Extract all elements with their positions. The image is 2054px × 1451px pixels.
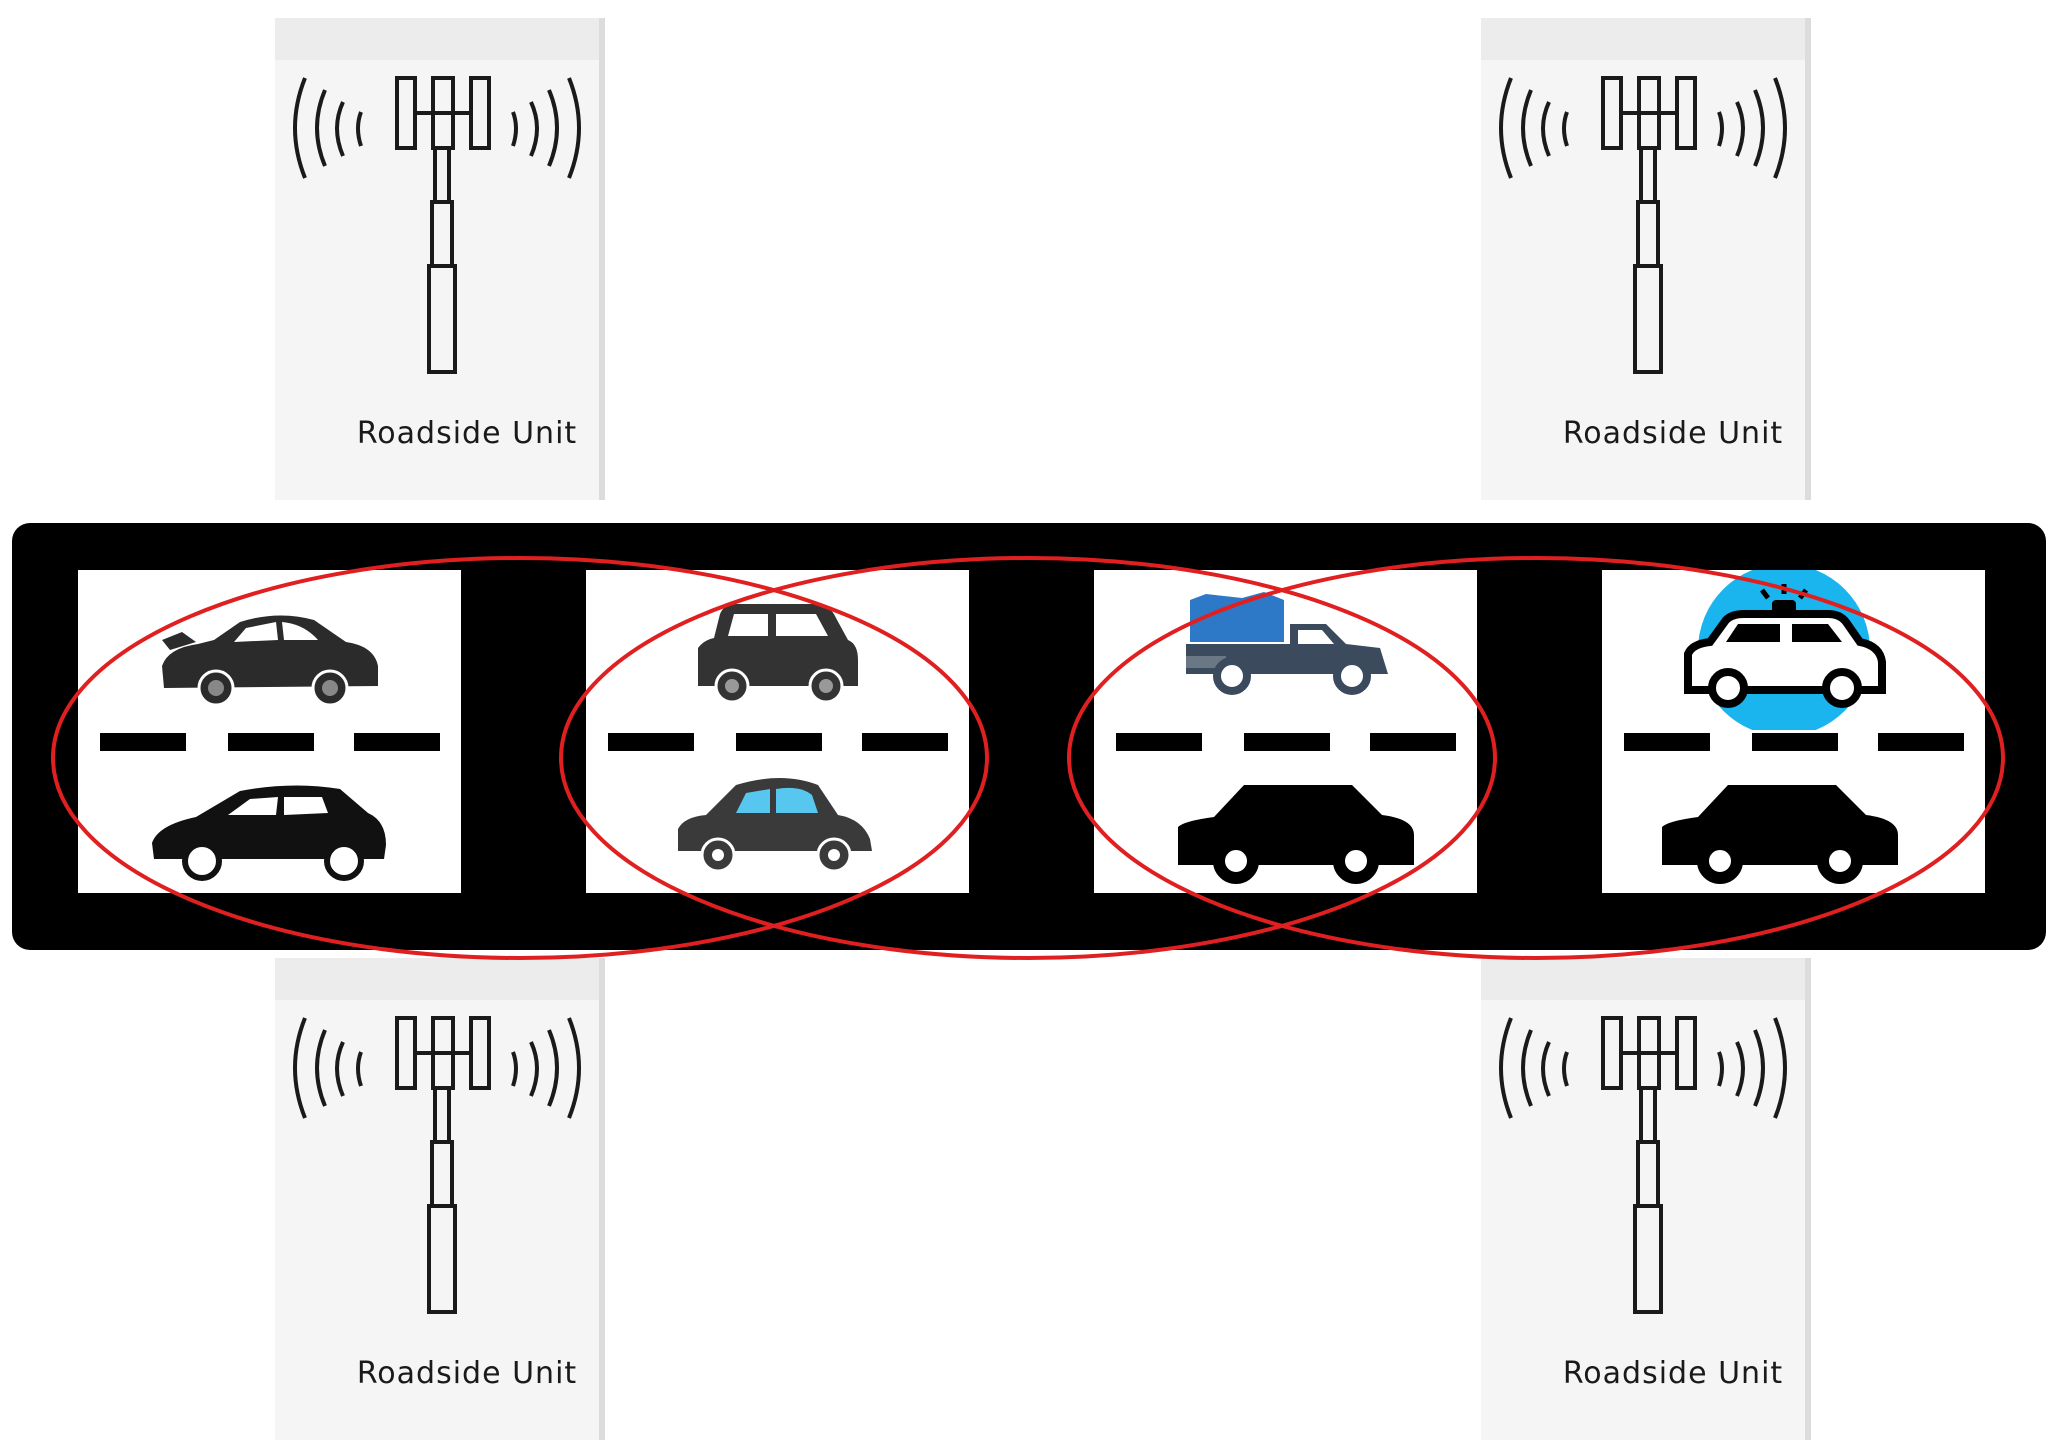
sedan-icon [1178, 785, 1414, 884]
sedan-icon [1662, 785, 1898, 884]
roadside-unit-top-left: Roadside Unit [275, 18, 605, 500]
pickup-truck-icon [1186, 592, 1388, 695]
roadside-unit-top-right: Roadside Unit [1481, 18, 1811, 500]
road-segment-4 [1602, 570, 1985, 893]
roadside-unit-bottom-right: Roadside Unit [1481, 958, 1811, 1440]
cell-tower-icon [293, 76, 581, 374]
lane-marking [100, 733, 186, 751]
roadside-unit-label: Roadside Unit [1562, 416, 1784, 451]
lane-marking [354, 733, 440, 751]
lane-marking [1624, 733, 1710, 751]
roadside-unit-label: Roadside Unit [356, 416, 578, 451]
roadside-unit-label: Roadside Unit [1562, 1356, 1784, 1391]
lane-marking [862, 733, 948, 751]
lane-marking [1116, 733, 1202, 751]
lane-marking [608, 733, 694, 751]
cell-tower-icon [293, 1016, 581, 1314]
road-segment-3 [1094, 570, 1477, 893]
compact-car-icon [698, 604, 858, 704]
lane-marking [1878, 733, 1964, 751]
police-car-icon [1684, 570, 1886, 730]
roadside-unit-label: Roadside Unit [356, 1356, 578, 1391]
cell-tower-icon [1499, 1016, 1787, 1314]
lane-marking [1244, 733, 1330, 751]
lane-marking [1752, 733, 1838, 751]
sports-car-icon [162, 615, 378, 707]
lane-marking [1370, 733, 1456, 751]
lane-marking [736, 733, 822, 751]
lane-marking [228, 733, 314, 751]
hatchback-icon [152, 785, 386, 881]
road [12, 523, 2046, 950]
roadside-unit-bottom-left: Roadside Unit [275, 958, 605, 1440]
road-segment-2 [586, 570, 969, 893]
cell-tower-icon [1499, 76, 1787, 374]
vintage-car-icon [678, 778, 872, 873]
road-segment-1 [78, 570, 461, 893]
